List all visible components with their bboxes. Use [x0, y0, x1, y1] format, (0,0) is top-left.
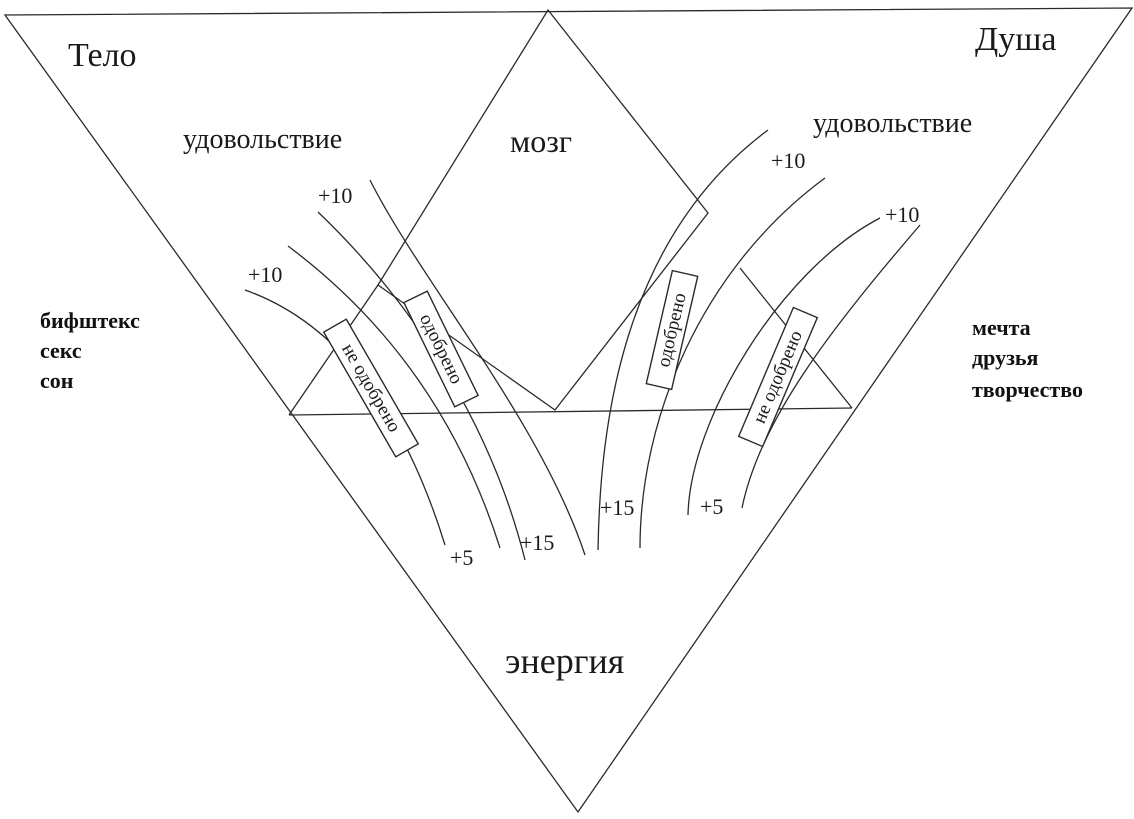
body-label: Тело [68, 37, 137, 74]
right-stream-curve-1 [597, 129, 769, 551]
body-need-steak: бифштекс [40, 308, 140, 333]
left-inner-end-value: +15 [520, 530, 554, 555]
left-outer-status-box: не одобрено [322, 318, 420, 458]
right-inner-end-value: +15 [600, 495, 634, 520]
soul-need-dream: мечта [972, 315, 1031, 340]
body-need-sleep: сон [40, 368, 74, 393]
left-outer-end-value: +5 [450, 545, 473, 570]
right-stream-curve-3 [687, 217, 881, 516]
pleasure-left-label: удовольствие [183, 124, 342, 155]
left-inner-status-box: одобрено [402, 290, 480, 408]
right-outer-end-value: +5 [700, 494, 723, 519]
brain-rhombus [377, 8, 709, 411]
left-outer-status-text: не одобрено [337, 340, 405, 436]
left-outer-start-value: +10 [248, 262, 282, 287]
right-stream-curve-2 [639, 177, 826, 549]
soul-label: Душа [975, 21, 1056, 58]
left-stream-curve-4 [369, 179, 586, 556]
right-outer-start-value: +10 [885, 202, 919, 227]
outer-inverted-triangle [3, 7, 1134, 814]
brain-label: мозг [510, 123, 572, 159]
body-need-sex: секс [40, 338, 82, 363]
pleasure-right-label: удовольствие [813, 108, 972, 139]
left-stream-curve-2 [287, 245, 501, 549]
right-inner-start-value: +10 [771, 148, 805, 173]
right-inner-status-box: одобрено [645, 269, 699, 391]
soul-need-creativity: творчество [972, 377, 1083, 402]
energy-label: энергия [505, 641, 624, 681]
right-stream-curve-4 [741, 224, 921, 509]
left-inner-start-value: +10 [318, 183, 352, 208]
soul-need-friends: друзья [972, 345, 1039, 370]
right-outer-status-box: не одобрено [737, 306, 819, 448]
left-stream-curve-3 [317, 211, 526, 561]
